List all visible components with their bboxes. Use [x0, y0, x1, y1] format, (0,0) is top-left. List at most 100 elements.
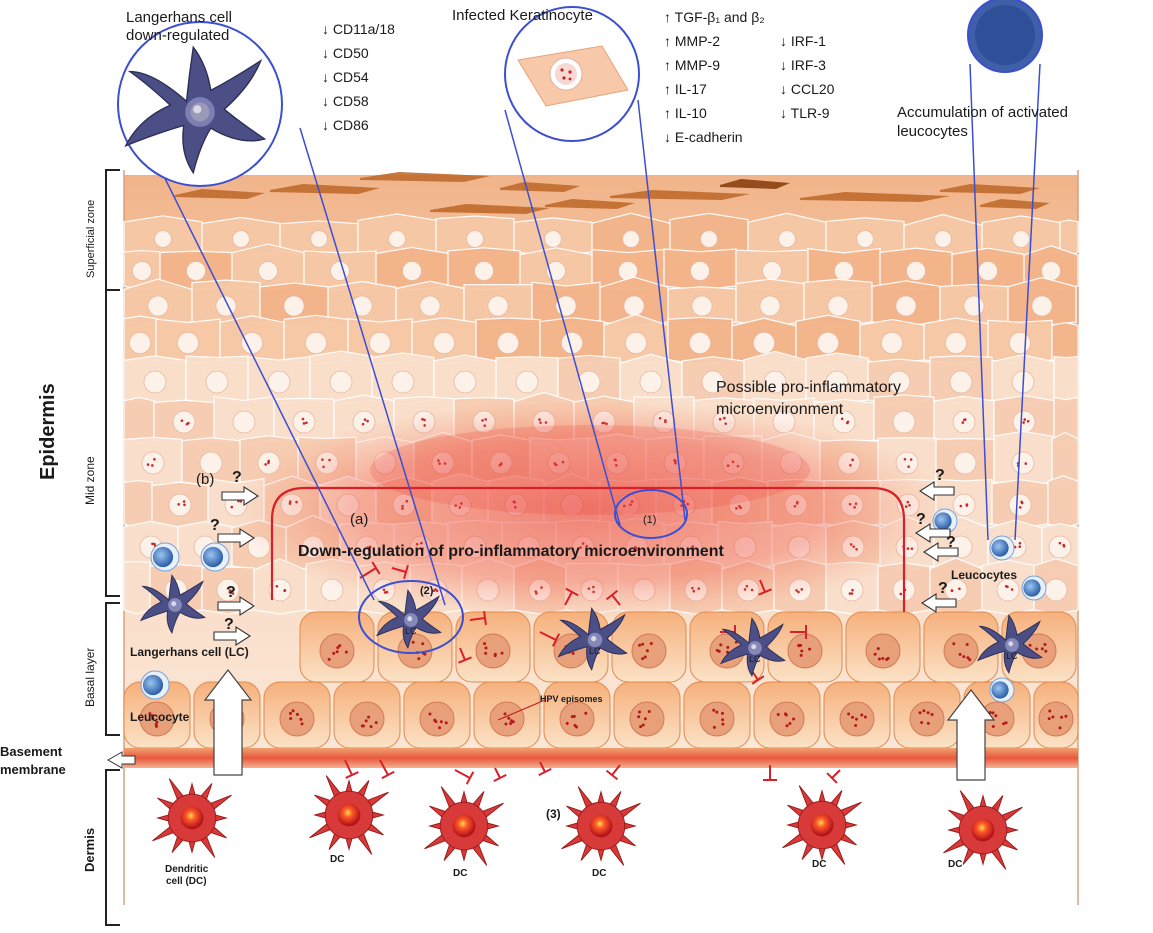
basal-layer-label: Basal layer — [83, 648, 97, 707]
keratinocyte-nucleus — [148, 296, 168, 316]
hpv-episome-dot — [566, 722, 569, 725]
hpv-episome-dot — [181, 419, 184, 422]
keratinocyte-nucleus — [945, 579, 967, 601]
hpv-episome-dot — [299, 718, 302, 721]
hpv-episome-dot — [434, 720, 437, 723]
dc-label-first-1: Dendritic — [165, 864, 209, 875]
question-mark: ? — [210, 517, 220, 534]
basal-cell-nucleus — [630, 702, 664, 736]
dc-short-label: DC — [592, 868, 606, 879]
hpv-episome-dot — [296, 713, 299, 716]
hpv-episome-dot — [716, 649, 719, 652]
dc-short-label: DC — [453, 868, 467, 879]
hpv-episome-dot — [289, 712, 292, 715]
keratinocyte-nucleus — [311, 231, 328, 248]
hpv-episome-dot — [177, 503, 180, 506]
dendritic-cell-nucleus — [453, 815, 476, 838]
basal-cell-nucleus — [700, 702, 734, 736]
dc-short-label: DC — [812, 859, 826, 870]
hpv-episome-dot — [721, 723, 724, 726]
hpv-episome-dot — [964, 418, 967, 421]
hpv-episome-dot — [877, 647, 880, 650]
hpv-episome-dot — [361, 724, 364, 727]
hpv-episome-dot — [153, 458, 156, 461]
keratinocyte-nucleus — [293, 411, 315, 433]
zone-braces — [106, 170, 120, 925]
hpv-episome-dot — [302, 418, 305, 421]
hpv-episome-dot — [1048, 717, 1051, 720]
langerhans-cell-nucleolus — [591, 636, 596, 641]
keratinocyte-nucleus — [1012, 452, 1034, 474]
hpv-episome-dot — [276, 585, 279, 588]
hpv-episome-dot — [849, 592, 852, 595]
keratinocyte-nucleus — [284, 296, 304, 316]
hpv-episome-dot — [638, 644, 641, 647]
question-mark: ? — [232, 469, 242, 486]
hpv-episome-dot — [328, 658, 331, 661]
hpv-episome-dot — [922, 709, 925, 712]
keratinocyte-nucleus — [169, 494, 191, 516]
hpv-episome-dot — [1023, 418, 1026, 421]
lc-marker-0: ↓ CD11a/18 — [322, 21, 395, 37]
hpv-episome-dot — [952, 642, 955, 645]
keratinocyte-nucleus — [1045, 579, 1067, 601]
keratinocyte-nucleus — [964, 296, 984, 316]
hpv-episome-dot — [417, 657, 420, 660]
marker-3: (3) — [546, 807, 561, 821]
keratinocyte-nucleus — [692, 296, 712, 316]
hpv-episome-dot — [800, 654, 803, 657]
kc-down-marker-list: ↓ IRF-1↓ IRF-3↓ CCL20↓ TLR-9 — [780, 33, 835, 121]
leucocyte-nucleus — [1023, 579, 1040, 596]
keratinocyte — [1048, 476, 1078, 528]
hpv-episome-dot — [961, 421, 964, 424]
lc-marker-2: ↓ CD54 — [322, 69, 369, 85]
hpv-episome-dot — [851, 716, 854, 719]
hpv-episome-dot — [147, 463, 150, 466]
hpv-episome-dot — [639, 725, 642, 728]
marker-2: (2) — [420, 585, 434, 597]
hpv-episome-dot — [784, 712, 787, 715]
hpv-episome-dot — [931, 713, 934, 716]
hpv-episome-dot — [641, 643, 644, 646]
keratinocyte-nucleus — [906, 261, 925, 280]
basement-membrane-band — [124, 748, 1078, 768]
hpv-episome-dot — [283, 589, 286, 592]
lc-inner-label: LC — [405, 626, 417, 636]
hpv-episome-dot — [421, 642, 424, 645]
keratinocyte-nucleus — [497, 332, 518, 353]
keratinocyte-nucleus — [896, 296, 916, 316]
hpv-episome-dot — [345, 651, 348, 654]
hpv-episome-dot — [573, 715, 576, 718]
leucocyte-nucleus — [143, 675, 163, 695]
basal-cell-nucleus — [632, 634, 666, 668]
question-mark: ? — [938, 580, 948, 597]
hpv-episome-dot — [289, 717, 292, 720]
leucocyte-nucleus — [153, 547, 173, 567]
hpv-episome-dot — [1022, 421, 1025, 424]
keratinocyte-nucleus — [433, 332, 454, 353]
keratinocyte-nucleus — [142, 452, 164, 474]
leucocyte-label: Leucocyte — [130, 710, 190, 724]
marker-1: (1) — [643, 514, 656, 526]
hpv-episome-dot — [637, 715, 640, 718]
kc-up-marker-1: ↑ MMP-2 — [664, 33, 720, 49]
hpv-episome-dot — [648, 710, 651, 713]
hpv-episome-dot — [370, 725, 373, 728]
keratinocyte-nucleus — [216, 296, 236, 316]
basal-cell-nucleus — [866, 634, 900, 668]
marker-a: (a) — [350, 511, 368, 528]
keratinocyte-nucleus — [467, 231, 484, 248]
hpv-episome-dot — [1043, 643, 1046, 646]
hpv-episome-dot — [962, 655, 965, 658]
lc-callout-title-2: down-regulated — [126, 27, 229, 44]
keratinocyte-nucleus — [474, 261, 493, 280]
keratinocyte-nucleus — [144, 371, 166, 393]
keratinocyte-nucleus — [129, 332, 150, 353]
keratinocyte-nucleus — [454, 371, 476, 393]
hpv-episome-dot — [800, 650, 803, 653]
keratinocyte-nucleus — [953, 494, 975, 516]
kc-down-marker-2: ↓ CCL20 — [780, 81, 835, 97]
keratinocyte-nucleus — [420, 296, 440, 316]
keratinocyte-nucleus — [352, 296, 372, 316]
